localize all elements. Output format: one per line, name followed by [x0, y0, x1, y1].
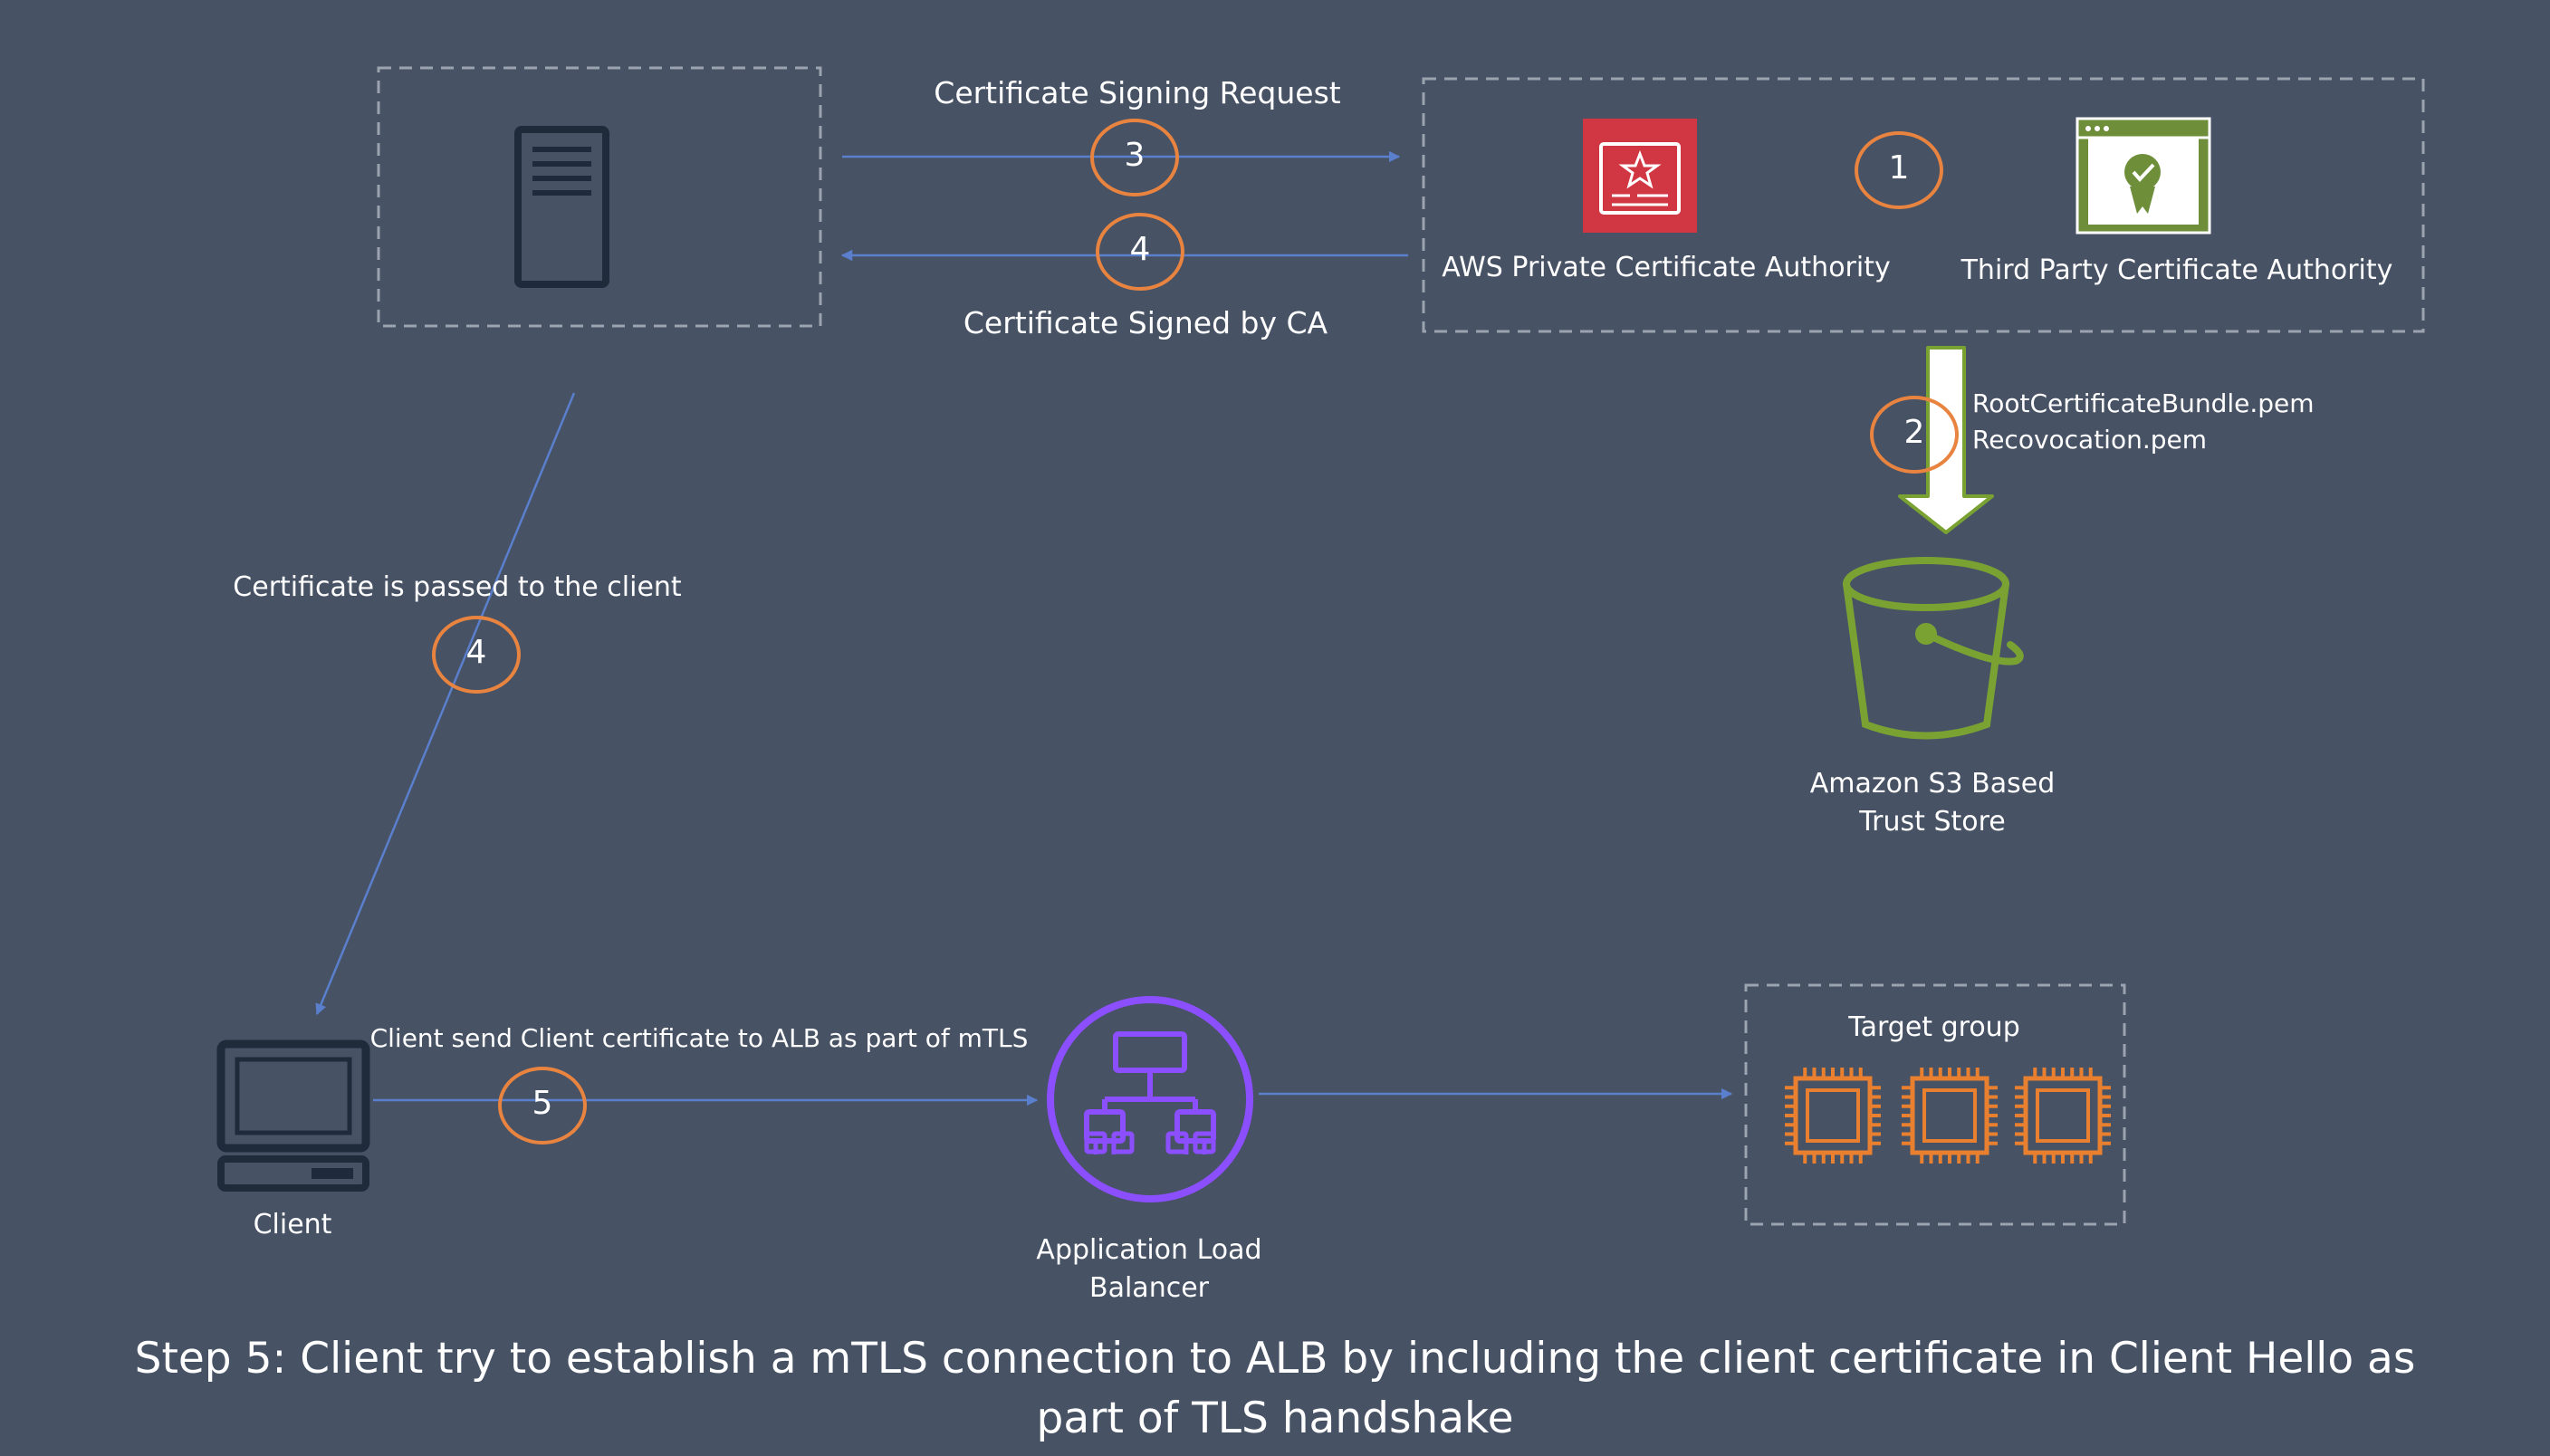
- step-4b-circle: [432, 616, 521, 694]
- alb-label-line1: Application Load: [1036, 1234, 1262, 1266]
- step-5-circle: [498, 1067, 587, 1145]
- step-2-circle: [1870, 396, 1959, 474]
- ec2-instance-icon: [1785, 1068, 1881, 1164]
- passed-to-client-label: Certificate is passed to the client: [233, 571, 682, 603]
- server-dashed-box: [377, 66, 822, 328]
- step-5-number: 5: [532, 1085, 553, 1122]
- target-group-instances: [1785, 1068, 2111, 1164]
- certificate-badge-icon: [2075, 117, 2211, 235]
- client-label: Client: [253, 1209, 332, 1240]
- step-4a-number: 4: [1129, 231, 1151, 268]
- alb-label-line2: Balancer: [1089, 1272, 1209, 1304]
- step-3-number: 3: [1124, 137, 1146, 174]
- target-group-label: Target group: [1848, 1011, 2020, 1043]
- ec2-instance-icon: [2015, 1068, 2111, 1164]
- step-1-number: 1: [1888, 149, 1910, 187]
- ca-dashed-box: [1422, 77, 2425, 333]
- desktop-computer-icon: [216, 1039, 370, 1192]
- third-party-ca-label: Third Party Certificate Authority: [1960, 254, 2393, 286]
- step-caption: Step 5: Client try to establish a mTLS c…: [134, 1334, 2416, 1443]
- bundle-file-label: RootCertificateBundle.pem: [1972, 388, 2315, 418]
- step-3-circle: [1090, 119, 1179, 196]
- signed-cert-label: Certificate Signed by CA: [963, 305, 1328, 340]
- csr-label: Certificate Signing Request: [934, 75, 1341, 110]
- step-2-number: 2: [1903, 414, 1925, 451]
- cert-to-client-arrow: [315, 392, 576, 1016]
- client-send-label: Client send Client certificate to ALB as…: [369, 1023, 1029, 1053]
- ec2-instance-icon: [1902, 1068, 1998, 1164]
- step-1-circle: [1855, 131, 1943, 209]
- s3-bucket-icon: [1843, 557, 2024, 740]
- aws-pca-label: AWS Private Certificate Authority: [1442, 252, 1891, 283]
- certificate-authority-icon: [1583, 119, 1697, 233]
- server-icon: [514, 126, 609, 288]
- target-group-dashed-box: [1744, 983, 2126, 1226]
- step-4a-circle: [1096, 213, 1184, 291]
- trust-bundle-upload-arrow: [1898, 346, 1994, 534]
- trust-store-label-line1: Amazon S3 Based: [1809, 768, 2056, 800]
- load-balancer-icon: [1047, 996, 1253, 1202]
- revocation-file-label: Recovocation.pem: [1972, 425, 2208, 455]
- trust-store-label-line2: Trust Store: [1859, 806, 2006, 838]
- step-4b-number: 4: [465, 634, 487, 671]
